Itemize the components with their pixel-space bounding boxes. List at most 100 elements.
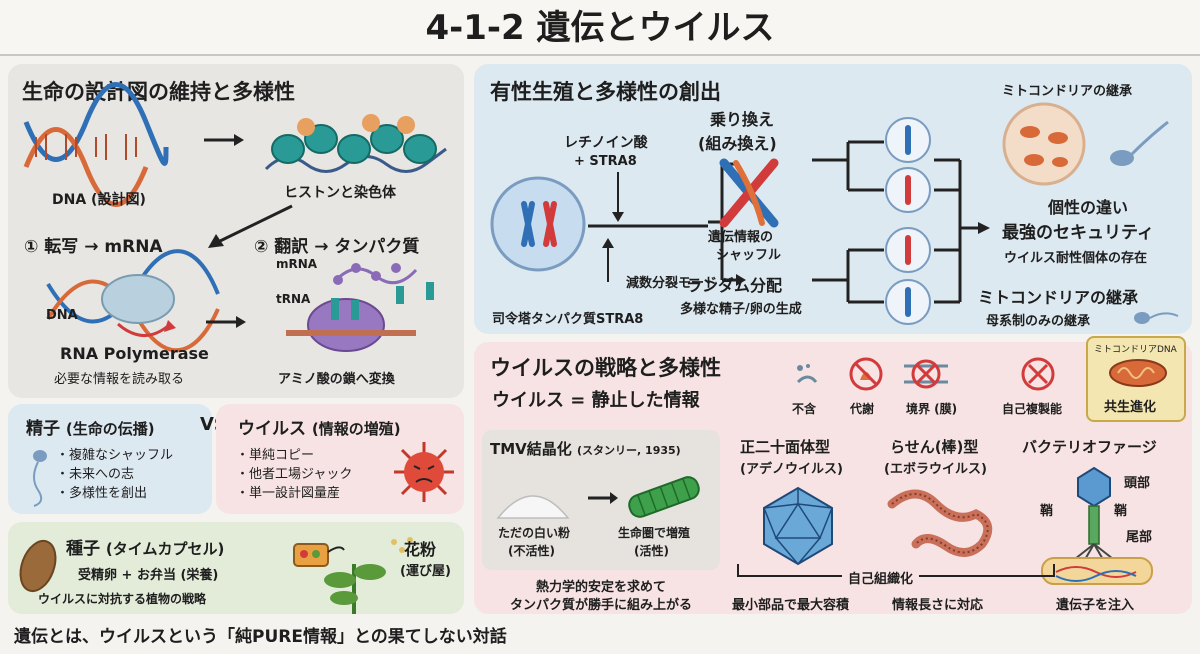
list-item: 単純コピー	[236, 446, 352, 465]
grow-label-2: (活性)	[634, 544, 669, 558]
min-max-label: 最小部品で最大容積	[732, 598, 850, 613]
phage-title: バクテリオファージ	[1022, 438, 1157, 456]
seed-subtitle: (タイムカプセル)	[105, 540, 225, 558]
thermo-label-2: タンパク質が勝手に組み上がる	[509, 598, 692, 613]
panel-sperm: 精子 (生命の伝播) 複雑なシャッフル 未来への志 多様性を創出	[8, 404, 212, 514]
icosahedron-icon	[763, 486, 833, 566]
panel-blueprint: 生命の設計図の維持と多様性 DNA (設計図) ヒストンと染色体 ① 転写 → …	[8, 64, 464, 398]
phage-sheath-left-label: 鞘	[1040, 504, 1054, 519]
phage-tail-label: 尾部	[1126, 530, 1153, 545]
icon-label-metabolism: 代謝	[850, 402, 875, 416]
no-content-icon	[796, 364, 818, 384]
no-replication-icon	[1021, 357, 1055, 391]
length-label: 情報長さに対応	[892, 598, 984, 613]
stra8-protein-label: 司令塔タンパク質STRA8	[492, 312, 644, 327]
shuffle-label-2: シャッフル	[716, 248, 782, 263]
shuffle-label-1: 遺伝情報の	[708, 230, 774, 245]
no-metabolism-icon	[849, 357, 883, 391]
phage-head-label: 頭部	[1124, 476, 1151, 491]
crossover-label: 乗り換え	[710, 110, 775, 129]
helix-title: らせん(棒)型	[890, 438, 979, 456]
symbiosis-label: 共生進化	[1104, 400, 1157, 415]
tmv-rod-icon	[628, 476, 700, 518]
list-item: 他者工場ジャック	[236, 465, 352, 484]
dna-label: DNA (設計図)	[52, 192, 146, 208]
icosahedron-title: 正二十面体型	[740, 438, 831, 456]
seed-title: 種子	[66, 539, 100, 559]
trna-label: tRNA	[276, 292, 311, 306]
virus-subtitle: (情報の増殖)	[311, 420, 401, 438]
amino-label: アミノ酸の鎖へ変換	[278, 372, 395, 387]
white-powder-icon	[496, 495, 570, 519]
list-item: 単一設計図量産	[236, 484, 352, 503]
merge-lines	[934, 158, 990, 304]
polymerase-desc: 必要な情報を読み取る	[54, 372, 185, 387]
pathway-arrows	[588, 172, 708, 282]
stra8-label: + STRA8	[574, 154, 637, 169]
plant-icon	[293, 537, 413, 614]
ribosome-icon	[286, 263, 434, 352]
page-title: 4-1-2 遺伝とウイルス	[0, 0, 1200, 56]
icon-label-replication: 自己複製能	[1002, 402, 1063, 416]
tmv-box: TMV結晶化 (スタンリー, 1935) ただの白い粉 (不活性) 生命圏で増殖…	[482, 430, 720, 570]
sperm-subtitle: (生命の伝播)	[65, 420, 155, 438]
polymerase-label: RNA Polymerase	[60, 344, 209, 363]
arrow-right-icon-2	[206, 316, 246, 328]
thermo-label-1: 熱力学的安定を求めて	[535, 580, 666, 595]
dna-helix-icon	[23, 82, 169, 207]
retinoic-label: レチノイン酸	[564, 135, 648, 151]
panel-seed: 種子 (タイムカプセル) 受精卵 + お弁当 (栄養) ウイルスに対抗する植物の…	[8, 522, 464, 614]
sperm-list: 複雑なシャッフル 未来への志 多様性を創出	[56, 446, 173, 503]
icon-label-membrane: 境界 (膜)	[906, 402, 958, 416]
panel-blueprint-heading: 生命の設計図の維持と多様性	[22, 80, 295, 104]
phage-sheath-right-label: 鞘	[1114, 504, 1128, 519]
mito-bottom-label: ミトコンドリアの継承	[978, 288, 1139, 307]
arrow-down-left-icon	[208, 204, 293, 248]
egg-sperm-icon	[1002, 102, 1169, 186]
bacteriophage-icon	[1041, 466, 1153, 585]
panel-virus: ウイルス (情報の増殖) 単純コピー 他者工場ジャック 単一設計図量産	[216, 404, 464, 514]
maternal-label: 母系制のみの継承	[986, 314, 1091, 329]
cell-icon	[490, 176, 586, 272]
virus-title: ウイルス	[238, 419, 306, 439]
seed-desc: 受精卵 + お弁当 (栄養)	[78, 568, 219, 583]
pollen-sub-label: (運び屋)	[400, 564, 451, 579]
random-desc: 多様な精子/卵の生成	[680, 302, 802, 317]
list-item: 多様性を創出	[56, 484, 173, 503]
list-item: 複雑なシャッフル	[56, 446, 173, 465]
grow-label-1: 生命圏で増殖	[618, 526, 691, 540]
tmv-title: TMV結晶化	[490, 440, 572, 458]
footer-caption: 遺伝とは、ウイルスという「純PURE情報」との果てしない対話	[14, 627, 507, 647]
individuality-label: 個性の違い	[1048, 198, 1129, 217]
powder-label-1: ただの白い粉	[498, 526, 571, 540]
sperm-icon	[33, 450, 47, 507]
virus-list: 単純コピー 他者工場ジャック 単一設計図量産	[236, 446, 352, 503]
arrow-right-icon	[204, 134, 244, 146]
mito-symbiosis-box: ミトコンドリアDNA 共生進化	[1086, 336, 1186, 422]
panel-sexual-heading: 有性生殖と多様性の創出	[490, 80, 721, 104]
angry-virus-icon	[394, 442, 454, 502]
security-label: 最強のセキュリティ	[1002, 223, 1154, 243]
helix-virus-icon	[887, 489, 993, 557]
sperm-title: 精子	[26, 419, 60, 439]
small-sperm-icon	[1134, 312, 1179, 324]
resistant-label: ウイルス耐性個体の存在	[1004, 251, 1148, 266]
panel-sexual-reproduction: 有性生殖と多様性の創出 レチノイン酸 + STRA8 減数分裂モード 司令塔タン…	[474, 64, 1192, 334]
list-item: 未来への志	[56, 465, 173, 484]
gamete-cells	[885, 117, 931, 325]
powder-label-2: (不活性)	[508, 544, 555, 558]
rna-polymerase-icon	[46, 249, 220, 353]
mitochondria-icon	[1109, 359, 1167, 387]
pollen-label: 花粉	[404, 540, 437, 559]
crossover-label-2: (組み換え)	[698, 134, 777, 153]
no-membrane-icon	[904, 359, 948, 389]
crossover-chromosome-icon	[719, 158, 779, 228]
arrow-right-icon-3	[588, 492, 618, 504]
tmv-subtitle: (スタンリー, 1935)	[577, 444, 681, 457]
inject-label: 遺伝子を注入	[1056, 598, 1135, 613]
cell-branches	[812, 140, 884, 304]
icon-label-no-content: 不含	[792, 402, 817, 416]
icosahedron-subtitle: (アデノウイルス)	[740, 462, 843, 477]
dna-small-label: DNA	[46, 308, 78, 323]
mrna-label: mRNA	[276, 257, 318, 271]
